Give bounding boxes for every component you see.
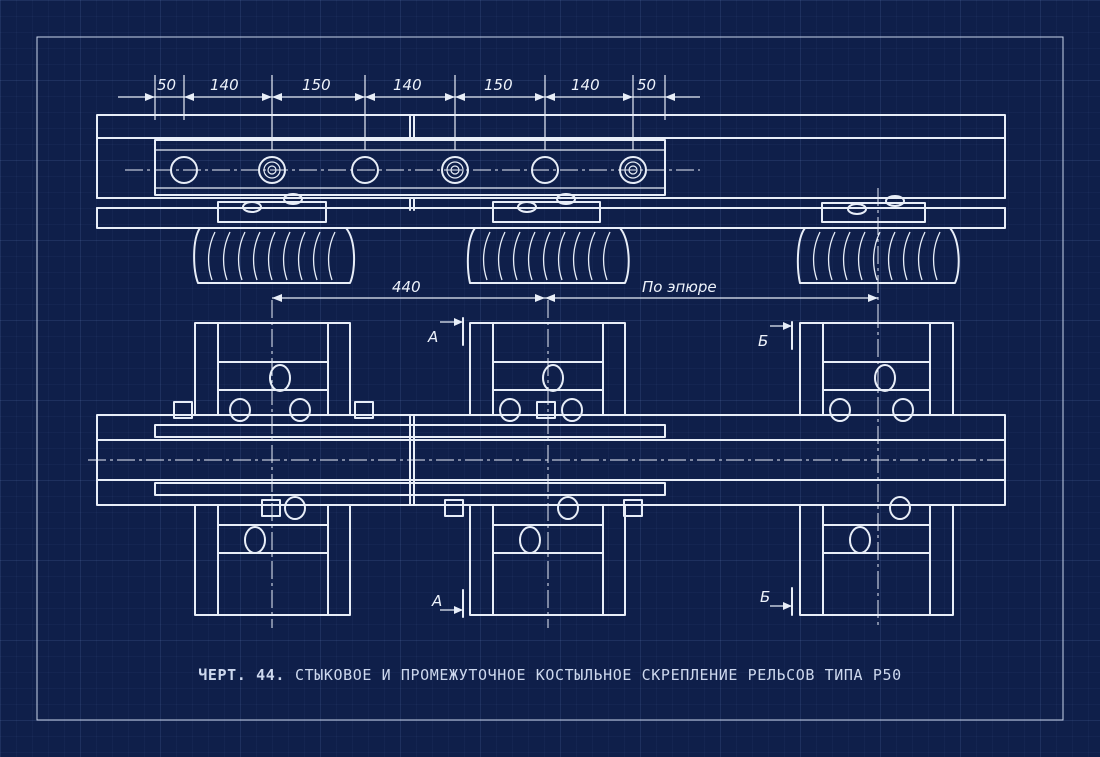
- joint-bar: [154, 139, 666, 196]
- figure-caption: ЧЕРТ. 44. СТЫКОВОЕ И ПРОМЕЖУТОЧНОЕ КОСТЫЛ…: [0, 666, 1100, 684]
- nut-icon: [536, 401, 556, 419]
- dim-label-3: 150: [302, 76, 331, 94]
- dim-by-diagram: По эпюре: [642, 278, 717, 296]
- spike-head-plan: [499, 398, 521, 422]
- dim-label-5: 150: [484, 76, 513, 94]
- dim-sleeper-spacing: 440: [392, 278, 421, 296]
- spike-head-plan: [889, 496, 911, 520]
- sleeper-section-3: [796, 227, 960, 284]
- section-mark-b-bottom: Б: [760, 588, 770, 606]
- spike-head-plan: [519, 526, 541, 554]
- figure-title: СТЫКОВОЕ И ПРОМЕЖУТОЧНОЕ КОСТЫЛЬНОЕ СКРЕ…: [294, 666, 902, 684]
- rail-plan: [96, 414, 1006, 506]
- sleeper-section-1: [193, 227, 356, 284]
- spike-head-plan: [557, 496, 579, 520]
- sleeper-plan-3: [799, 322, 954, 616]
- spike-head-plan: [229, 398, 251, 422]
- spike-head: [847, 203, 867, 215]
- plan-view: А А Б Б: [88, 300, 1006, 628]
- spike-head: [556, 193, 576, 205]
- nut-icon: [354, 401, 374, 419]
- spike-head-plan: [849, 526, 871, 554]
- spike-head-plan: [874, 364, 896, 392]
- figure-number: ЧЕРТ. 44.: [198, 666, 285, 684]
- drawing-frame: [36, 36, 1064, 721]
- dim-label-4: 140: [393, 76, 422, 94]
- joint-bar-plan-bottom: [154, 482, 666, 496]
- nut-icon: [444, 499, 464, 517]
- spike-head: [242, 201, 262, 213]
- dim-label-2: 140: [210, 76, 239, 94]
- nut-icon: [623, 499, 643, 517]
- spike-head-plan: [892, 398, 914, 422]
- dim-label-6: 140: [571, 76, 600, 94]
- spike-head: [517, 201, 537, 213]
- spike-head-plan: [289, 398, 311, 422]
- section-mark-a-top: А: [427, 328, 438, 346]
- spike-head: [885, 195, 905, 207]
- nut-icon: [173, 401, 193, 419]
- section-mark-b-top: Б: [758, 332, 768, 350]
- sleeper-section-2: [466, 227, 630, 284]
- nut-icon: [261, 499, 281, 517]
- side-elevation: [96, 114, 1006, 310]
- spike-head-plan: [269, 364, 291, 392]
- spike-head-plan: [561, 398, 583, 422]
- section-mark-a-bottom: А: [431, 592, 442, 610]
- spike-head-plan: [542, 364, 564, 392]
- spike-head: [283, 193, 303, 205]
- spike-head-plan: [284, 496, 306, 520]
- dim-label-1: 50: [157, 76, 176, 94]
- spike-head-plan: [244, 526, 266, 554]
- dim-label-7: 50: [637, 76, 656, 94]
- spike-head-plan: [829, 398, 851, 422]
- sleeper-spacing-dimensions: 440 По эпюре: [272, 278, 878, 302]
- joint-bar-plan-top: [154, 424, 666, 438]
